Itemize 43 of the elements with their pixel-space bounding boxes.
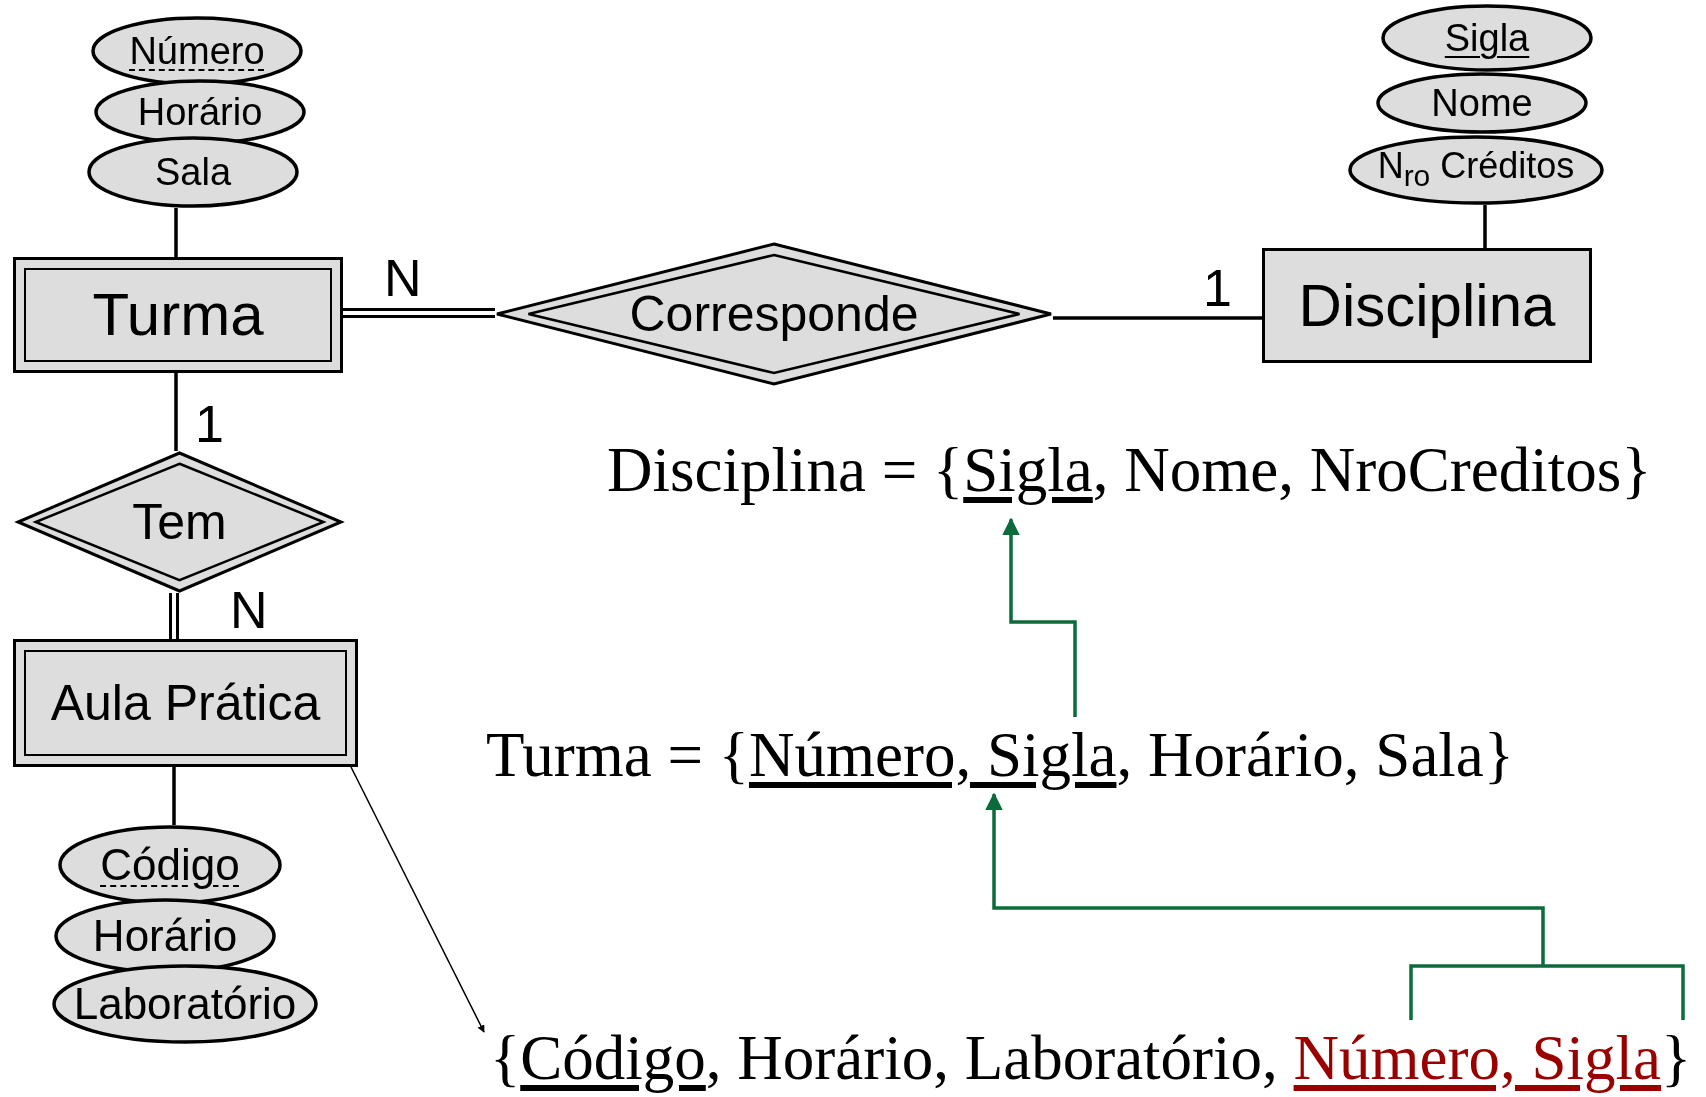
attribute-ellipse [52,964,318,1044]
attribute-name: N$_{ro}$ Créditos [1377,148,1575,192]
entity-name: Disciplina [1298,275,1556,336]
arrow [1002,517,1077,717]
connector-line [174,208,178,257]
attribute-name: Nome [1431,84,1533,122]
double-connector-line [343,308,495,318]
attribute-ellipse [91,16,303,86]
weak-entity-box [13,257,343,373]
attribute-name: Horário [137,93,263,131]
attribute-ellipse [58,825,282,905]
relation-schema-text: {Código, Horário, Laboratório, Número, Sigla} [490,1024,1692,1094]
connector-line [1483,205,1487,248]
attribute-name: Horário [92,914,238,958]
attribute-ellipse [1381,4,1593,72]
attribute-name: Código [100,843,240,887]
attribute-ellipse [87,136,299,208]
attribute-name: Sigla [1444,19,1530,57]
connector-line [172,767,176,825]
attribute-name: Número [129,32,265,70]
attribute-name: Laboratório [73,982,297,1026]
relationship-diamond [495,242,1053,386]
relationship-name: Corresponde [629,289,919,339]
cardinality-label: 1 [195,398,224,450]
double-connector-line [169,593,179,639]
relation-schema-text: Disciplina = {Sigla, Nome, NroCreditos} [607,436,1652,506]
cardinality-label: N [384,252,422,304]
attribute-ellipse [1376,72,1588,134]
connector-line [174,373,178,451]
relation-schema-text: Turma = {Número, Sigla, Horário, Sala} [486,721,1515,791]
cardinality-label: N [230,584,268,636]
relationship-diamond [16,451,343,593]
entity-box [1262,248,1592,363]
attribute-name: Sala [154,153,232,191]
attribute-ellipse [1348,135,1604,205]
cardinality-label: 1 [1203,262,1232,314]
relationship-name: Tem [132,497,227,547]
weak-entity-box [13,639,358,767]
connector-line [1053,316,1262,320]
entity-name: Aula Prática [50,678,321,728]
entity-name: Turma [92,285,264,345]
arrow [350,766,485,1033]
arrow [985,792,1685,1022]
